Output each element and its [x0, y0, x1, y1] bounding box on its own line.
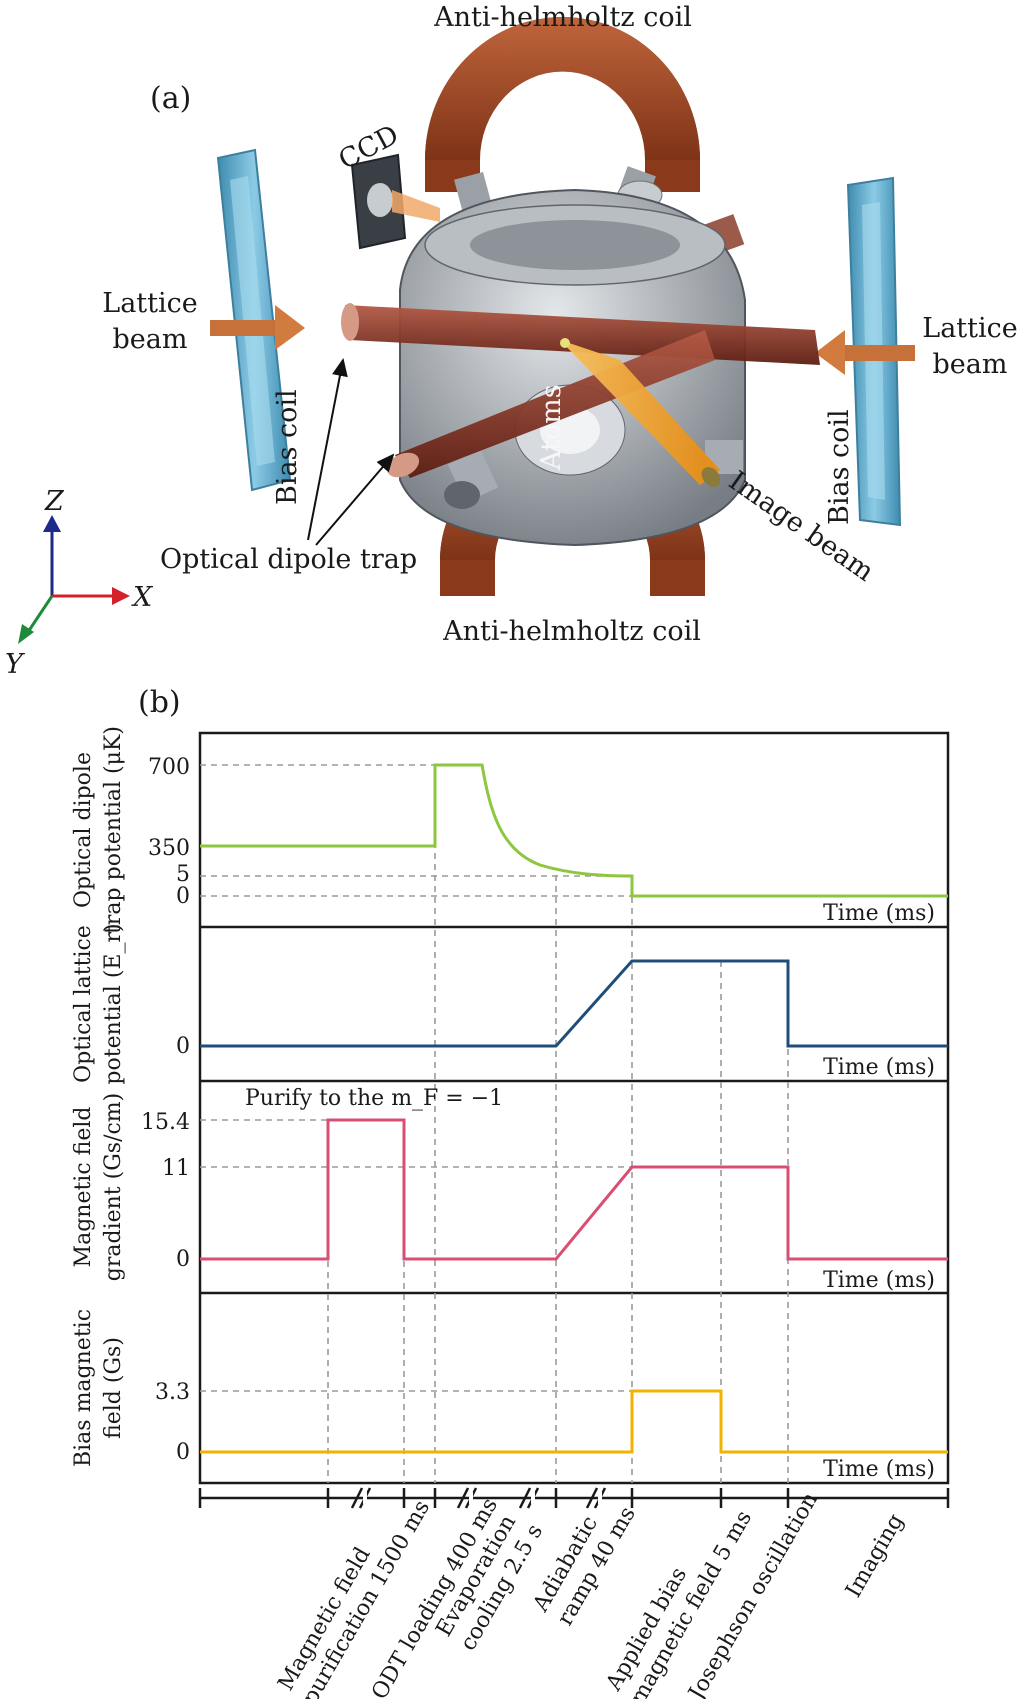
axis-x-label: X — [131, 582, 154, 613]
svg-text:trap potential (μK): trap potential (μK) — [101, 726, 126, 934]
time-label-1: Time (ms) — [823, 901, 935, 926]
right-lattice-beam-arrow — [815, 330, 915, 375]
ylabel-gradient: Magnetic field gradient (Gs/cm) — [71, 1093, 126, 1281]
svg-text:gradient (Gs/cm): gradient (Gs/cm) — [101, 1093, 126, 1281]
ylabel-lattice: Optical lattice potential (E_r) — [71, 923, 126, 1084]
tick-bias-0: 0 — [176, 1440, 190, 1465]
tick-grad-15-4: 15.4 — [141, 1110, 190, 1135]
svg-text:field (Gs): field (Gs) — [101, 1337, 126, 1439]
tick-odt-350: 350 — [148, 836, 190, 861]
phase-label-adiabatic: Adiabatic ramp 40 ms — [528, 1503, 641, 1630]
bias-coil-right-label: Bias coil — [824, 409, 855, 525]
bias-field-trace — [200, 1389, 948, 1454]
left-lattice-beam-arrow — [210, 305, 305, 350]
optical-dipole-trap-beams — [341, 303, 820, 487]
time-label-4: Time (ms) — [823, 1457, 935, 1482]
dipole-trap-arrow-2 — [315, 453, 395, 546]
timing-frame — [198, 731, 950, 1485]
tick-odt-5: 5 — [176, 862, 190, 887]
time-label-2: Time (ms) — [823, 1055, 935, 1080]
odt-potential-trace — [200, 763, 948, 898]
panel-a-label: (a) — [150, 81, 191, 116]
panel-b-label: (b) — [138, 685, 181, 720]
axis-y-label: Y — [5, 649, 25, 680]
lattice-right-line1: Lattice — [922, 313, 1017, 344]
ylabel-odt: Optical dipole trap potential (μK) — [71, 726, 126, 934]
lattice-potential-trace — [200, 959, 948, 1048]
magnetic-gradient-trace — [200, 1118, 948, 1261]
svg-text:purification 1500 ms: purification 1500 ms — [298, 1496, 435, 1699]
phase-guides — [327, 765, 789, 1483]
phase-label-purification: Magnetic field purification 1500 ms — [274, 1496, 436, 1699]
svg-text:potential (E_r): potential (E_r) — [101, 923, 126, 1084]
time-label-3: Time (ms) — [823, 1268, 935, 1293]
ylabel-bias: Bias magnetic field (Gs) — [71, 1309, 126, 1467]
atoms-cloud-icon — [560, 338, 570, 348]
svg-text:Magnetic field: Magnetic field — [71, 1107, 96, 1268]
panel-b: (b) — [71, 685, 950, 1699]
dipole-trap-arrow-1 — [307, 358, 348, 541]
tick-grad-0: 0 — [176, 1247, 190, 1272]
purify-annotation: Purify to the m_F = −1 — [245, 1086, 503, 1111]
svg-text:Imaging: Imaging — [841, 1510, 909, 1602]
phase-label-imaging: Imaging — [841, 1510, 909, 1602]
svg-text:Bias magnetic: Bias magnetic — [71, 1309, 96, 1467]
svg-text:Optical dipole: Optical dipole — [71, 752, 96, 908]
top-anti-helmholtz-coil — [425, 16, 700, 192]
timeline-axis — [198, 1487, 950, 1509]
coil-top-label: Anti-helmholtz coil — [433, 2, 692, 33]
lattice-left-line1: Lattice — [102, 288, 197, 319]
tick-odt-700: 700 — [148, 755, 190, 780]
image-beam-label: Image beam — [723, 465, 879, 587]
tick-grad-11: 11 — [162, 1156, 190, 1181]
coordinate-axes — [18, 515, 130, 644]
dipole-trap-label: Optical dipole trap — [160, 544, 417, 575]
bias-coil-left-label: Bias coil — [272, 389, 303, 505]
tick-bias-3-3: 3.3 — [155, 1380, 190, 1405]
atoms-label: Atoms — [536, 384, 567, 471]
value-guides — [200, 764, 788, 1392]
ccd-camera — [350, 153, 440, 250]
lattice-right-line2: beam — [933, 349, 1008, 380]
panel-a: (a) Anti-helmholtz coil Anti-helmholtz c… — [5, 2, 1018, 680]
tick-lattice-0: 0 — [176, 1034, 190, 1059]
tick-odt-0: 0 — [176, 884, 190, 909]
coil-bottom-label: Anti-helmholtz coil — [442, 616, 701, 647]
svg-text:Optical lattice: Optical lattice — [71, 925, 96, 1083]
lattice-left-line2: beam — [113, 324, 188, 355]
axis-z-label: Z — [44, 486, 65, 517]
